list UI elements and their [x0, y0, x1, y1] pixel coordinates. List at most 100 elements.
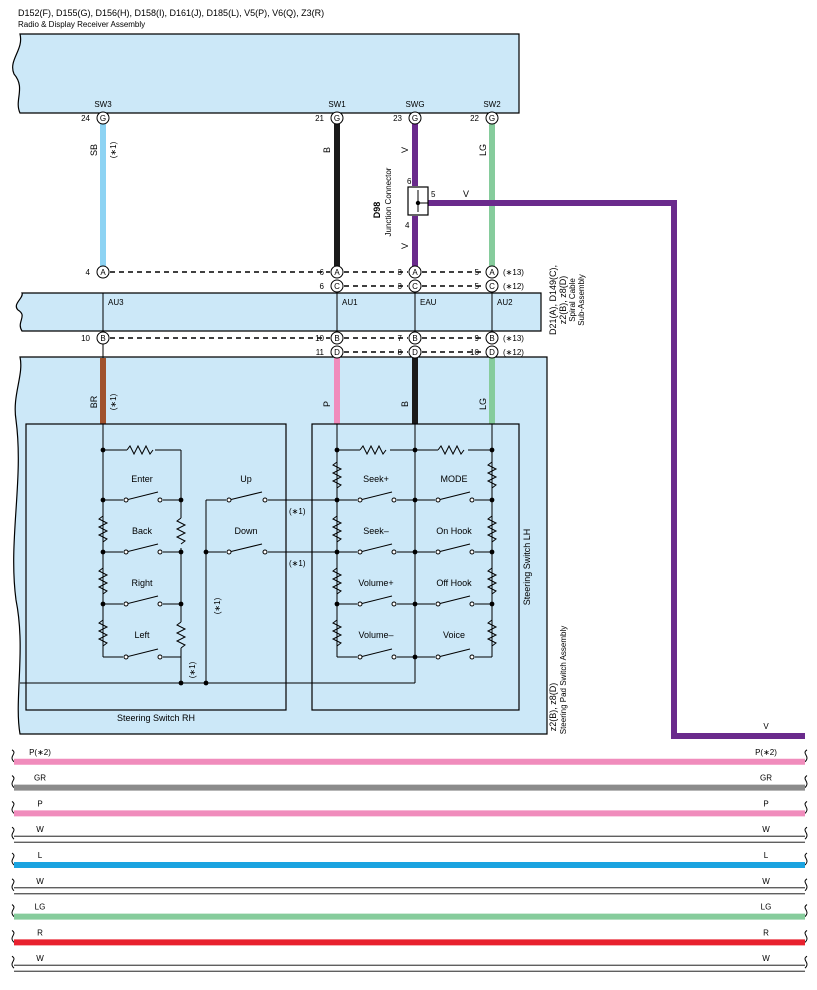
connector-letter: D: [489, 348, 495, 357]
bus-label-right: GR: [760, 774, 772, 783]
radio-receiver-box: [12, 33, 520, 114]
wire-label-b-upper: B: [322, 147, 332, 153]
connector-letter: A: [100, 268, 106, 277]
lh-switch-contacts: [357, 491, 475, 660]
pin-number: 10: [470, 348, 479, 357]
spiral-label-2: z2(B), z8(D): [558, 276, 568, 325]
note-12-bottom: (∗12): [503, 348, 524, 357]
switch-label-back: Back: [132, 526, 153, 536]
note-down: (∗1): [289, 559, 306, 568]
lh-resistors: [331, 444, 498, 647]
bus-label-right: LG: [761, 903, 772, 912]
pin-number: 6: [320, 282, 325, 291]
pin-number: 3: [398, 282, 403, 291]
connector-pin: A5: [475, 265, 499, 279]
bus-wire: V: [763, 722, 769, 731]
connector-pin: G24: [81, 111, 110, 125]
spiral-label-4: Sub-Assembly: [577, 274, 586, 326]
connector-pin: G22: [470, 111, 499, 125]
junction-node: [415, 200, 421, 206]
pin-number: 9: [475, 334, 480, 343]
switch-label-up: Up: [240, 474, 252, 484]
connector-pin: C3: [398, 279, 422, 293]
bus-wire: P(∗2) P(∗2): [11, 748, 808, 765]
wire-v-to-bus: [428, 200, 805, 739]
bus-label-left: R: [37, 928, 43, 937]
terminal-sw3-label: SW3: [94, 100, 112, 109]
connector-letter: A: [334, 268, 340, 277]
connector-letter: D: [334, 348, 340, 357]
wire-label-lg-upper: LG: [478, 144, 488, 156]
wire-label-v-top: V: [400, 147, 410, 153]
switch-label-mode: MODE: [441, 474, 468, 484]
bus-label-right: P(∗2): [755, 748, 777, 757]
spiral-terminal-au2: AU2: [497, 298, 513, 307]
bus-label-right: V: [763, 722, 769, 731]
pin-number: 21: [315, 114, 324, 123]
connector-letter: A: [412, 268, 418, 277]
connector-pin: B10: [81, 331, 110, 345]
junction-pin-top: 6: [407, 177, 412, 186]
bus-label-left: W: [36, 877, 44, 886]
steering-pad-label-1: z2(B), z8(D): [548, 683, 558, 732]
switch-label-enter: Enter: [131, 474, 153, 484]
bus-label-right: R: [763, 928, 769, 937]
connector-letter: B: [412, 334, 417, 343]
pin-number: 5: [475, 282, 480, 291]
connector-pin: C5: [475, 279, 499, 293]
wire-label-v-bottom: V: [400, 243, 410, 249]
lh-junction-dots: [334, 447, 495, 660]
connector-pin: A3: [398, 265, 422, 279]
spiral-terminal-eau: EAU: [420, 298, 437, 307]
connector-pin: D8: [398, 345, 422, 359]
bus-label-left: W: [36, 825, 44, 834]
connector-pin: A6: [320, 265, 344, 279]
steering-switch-rh-box: [25, 423, 287, 711]
connector-letter: C: [412, 282, 418, 291]
spiral-label-1: D21(A), D149(C),: [548, 265, 558, 335]
spiral-terminal-au1: AU1: [342, 298, 358, 307]
spiral-cable-box: [15, 292, 542, 332]
switch-label-left: Left: [134, 630, 150, 640]
bus-label-right: W: [762, 825, 770, 834]
rh-resistors: [97, 444, 187, 649]
bus-label-left: P: [37, 799, 42, 808]
terminal-sw1-label: SW1: [328, 100, 346, 109]
pin-number: 7: [398, 334, 403, 343]
connector-pin: G 23: [393, 111, 422, 125]
bus-label-right: P: [763, 799, 768, 808]
bus-label-left: P(∗2): [29, 748, 51, 757]
pin-number: 24: [81, 114, 90, 123]
pin-number: 10: [315, 334, 324, 343]
connector-letter: G: [334, 114, 340, 123]
connector-pin: B9: [475, 331, 499, 345]
connector-letter: G: [412, 114, 418, 123]
wire-note-sb: (∗1): [109, 141, 118, 158]
spiral-label-3: Spiral Cable: [568, 278, 577, 322]
wire-label-sb: SB: [89, 144, 99, 156]
junction-name: Junction Connector: [384, 167, 393, 236]
switch-label-seek-plus: Seek+: [363, 474, 389, 484]
steering-pad-label-2: Steering Pad Switch Assembly: [559, 626, 568, 735]
connector-letter: C: [334, 282, 340, 291]
connector-letter: D: [412, 348, 418, 357]
connector-letter: A: [489, 268, 495, 277]
rh-circuit: [20, 424, 416, 684]
pin-number: 3: [398, 268, 403, 277]
rh-junction-dots: [100, 447, 209, 686]
bus-label-right: W: [762, 877, 770, 886]
note-13-top: (∗13): [503, 268, 524, 277]
pin-number: 23: [393, 114, 402, 123]
connector-pin: A4: [86, 265, 110, 279]
switch-label-seek-minus: Seek–: [363, 526, 389, 536]
switch-label-off-hook: Off Hook: [436, 578, 472, 588]
connector-pin: B7: [398, 331, 422, 345]
lh-circuit: [336, 424, 493, 658]
note-13-bottom: (∗13): [503, 334, 524, 343]
assembly-name: Radio & Display Receiver Assembly: [18, 20, 145, 29]
